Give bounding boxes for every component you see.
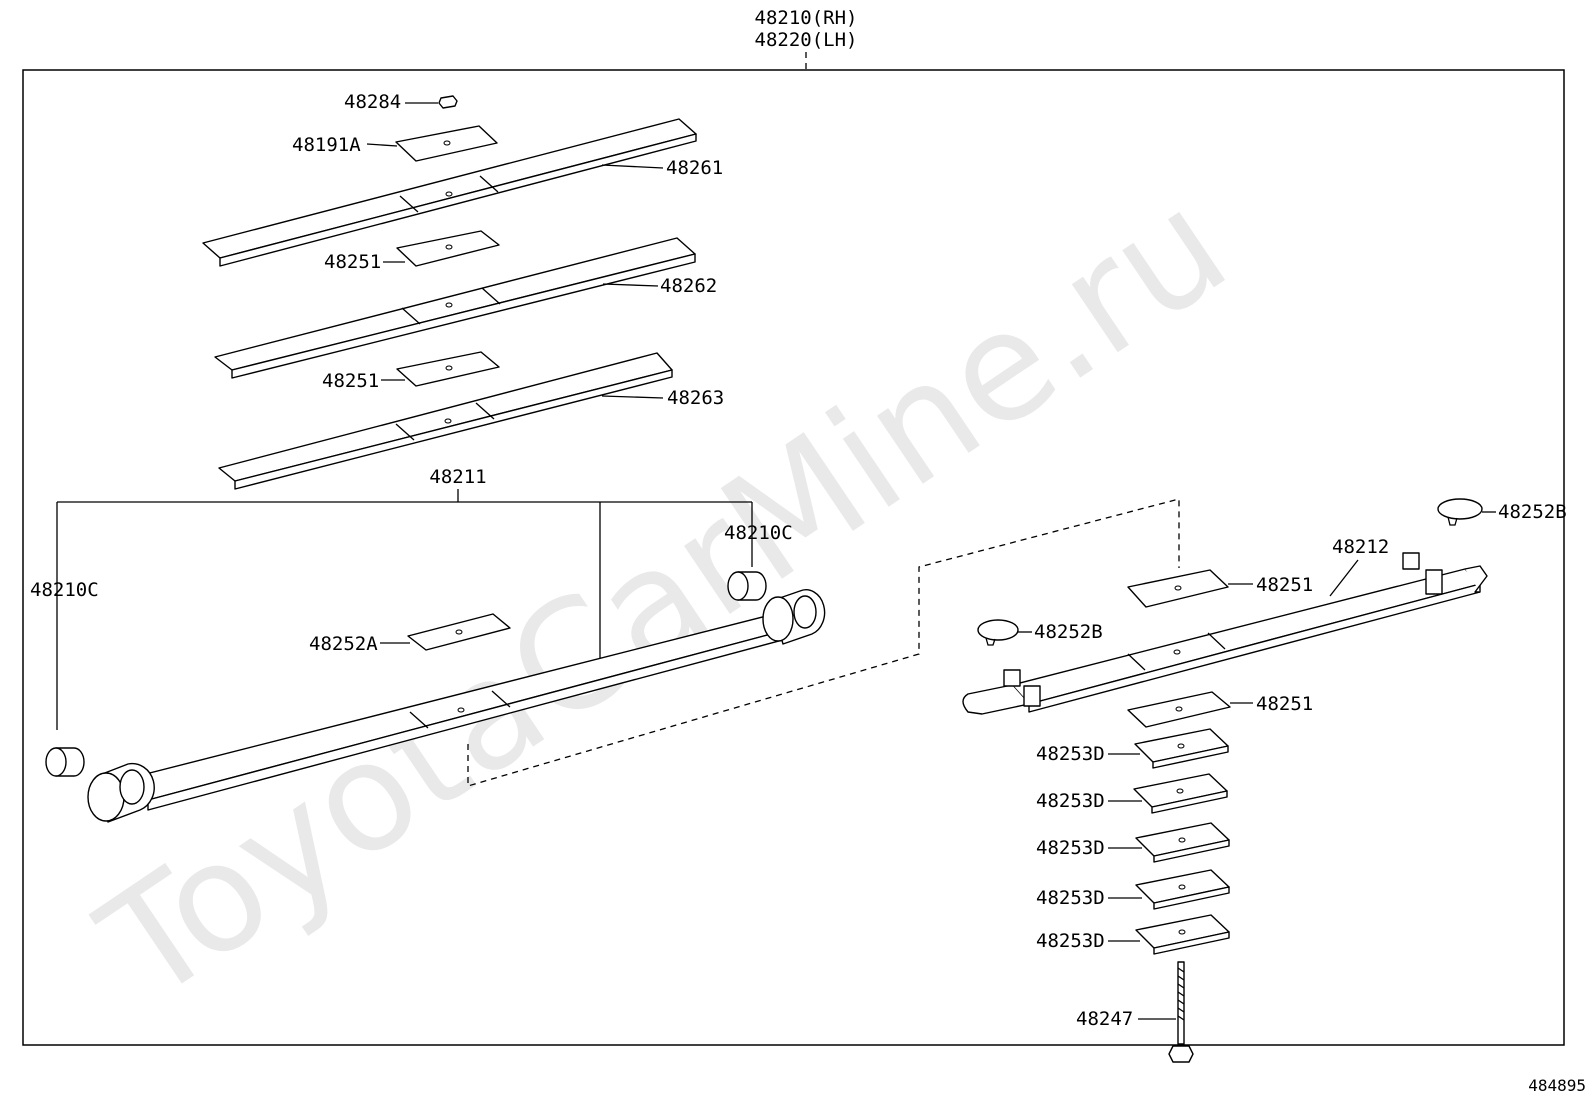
leaf-48261[interactable] bbox=[202, 118, 697, 267]
pad-48252A[interactable] bbox=[407, 613, 511, 651]
pad-48251-c[interactable] bbox=[1127, 569, 1229, 608]
label-48251-c[interactable]: 48251 bbox=[1256, 574, 1313, 596]
label-48191A[interactable]: 48191A bbox=[292, 134, 361, 156]
label-48247[interactable]: 48247 bbox=[1076, 1008, 1133, 1030]
pad-48251-b[interactable] bbox=[396, 351, 500, 387]
leader-48191A bbox=[366, 143, 398, 147]
pad-48251-d[interactable] bbox=[1127, 691, 1231, 728]
label-48212[interactable]: 48212 bbox=[1332, 536, 1389, 558]
label-48253D-3[interactable]: 48253D bbox=[1036, 837, 1105, 859]
bracket-48211 bbox=[56, 489, 753, 730]
diagram-frame bbox=[22, 69, 1565, 1046]
main-leaf-48211[interactable] bbox=[87, 589, 826, 823]
leader-48261 bbox=[601, 164, 664, 169]
assembly-label-lh[interactable]: 48220(LH) bbox=[755, 29, 858, 51]
spacer-48253D-5[interactable] bbox=[1135, 914, 1230, 955]
label-48253D-5[interactable]: 48253D bbox=[1036, 930, 1105, 952]
label-48263[interactable]: 48263 bbox=[667, 387, 724, 409]
label-48261[interactable]: 48261 bbox=[666, 157, 723, 179]
bushing-48210C-left[interactable] bbox=[45, 747, 85, 777]
leaf-48263[interactable] bbox=[218, 352, 673, 490]
label-48253D-1[interactable]: 48253D bbox=[1036, 743, 1105, 765]
spacer-48253D-4[interactable] bbox=[1135, 869, 1230, 910]
leader-48263 bbox=[601, 395, 664, 399]
label-48251-a[interactable]: 48251 bbox=[324, 251, 381, 273]
bushing-48210C-right[interactable] bbox=[727, 571, 767, 601]
label-48262[interactable]: 48262 bbox=[660, 275, 717, 297]
cap-48252B-right[interactable] bbox=[1437, 498, 1483, 526]
center-bolt-48247[interactable] bbox=[1168, 961, 1194, 1063]
leader-48212 bbox=[1329, 559, 1359, 597]
leader-48262 bbox=[602, 283, 659, 287]
label-48210C-right[interactable]: 48210C bbox=[724, 522, 793, 544]
label-48252B-left[interactable]: 48252B bbox=[1034, 621, 1103, 643]
label-48252B-right[interactable]: 48252B bbox=[1498, 501, 1567, 523]
location-leader bbox=[467, 498, 1180, 787]
cap-48252B-left[interactable] bbox=[977, 619, 1019, 646]
label-48210C-left[interactable]: 48210C bbox=[30, 579, 99, 601]
catalog-number: 484895 bbox=[1528, 1076, 1586, 1095]
leaf-48262[interactable] bbox=[214, 237, 696, 379]
nut-48284[interactable] bbox=[438, 95, 458, 109]
label-48252A[interactable]: 48252A bbox=[309, 633, 378, 655]
spacer-48253D-1[interactable] bbox=[1134, 728, 1229, 769]
label-48284[interactable]: 48284 bbox=[344, 91, 401, 113]
plate-48191A[interactable] bbox=[395, 125, 498, 162]
spacer-48253D-2[interactable] bbox=[1133, 773, 1228, 814]
label-48251-d[interactable]: 48251 bbox=[1256, 693, 1313, 715]
label-48253D-4[interactable]: 48253D bbox=[1036, 887, 1105, 909]
label-48251-b[interactable]: 48251 bbox=[322, 370, 379, 392]
assembly-label-rh[interactable]: 48210(RH) bbox=[755, 7, 858, 29]
pad-48251-a[interactable] bbox=[396, 230, 500, 267]
spacer-48253D-3[interactable] bbox=[1135, 822, 1230, 863]
helper-leaf-48212[interactable] bbox=[962, 552, 1488, 715]
label-48253D-2[interactable]: 48253D bbox=[1036, 790, 1105, 812]
label-48211[interactable]: 48211 bbox=[429, 466, 486, 488]
